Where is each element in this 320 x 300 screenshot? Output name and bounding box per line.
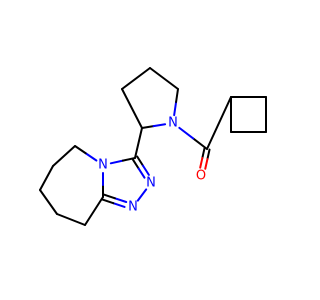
pyrrolidine-nitrogen-label: N <box>168 116 178 131</box>
bond-n_t3-c_fuse-line-1-half-a <box>114 197 128 203</box>
bond-c_t3-n_t2-line-1-half-b <box>137 167 146 179</box>
bond-c_co-n_pyr-half-a <box>192 137 208 150</box>
bond-cp2-n_pyr-half-b <box>152 123 167 128</box>
bond-layer <box>39 67 267 226</box>
bond-n_pyr-cp5-half-b <box>175 88 179 104</box>
bond-cp3-cp2 <box>121 88 143 129</box>
bond-c_t3-n_t2-line-1-half-a <box>131 158 140 170</box>
bond-cp2-n_pyr-half-a <box>141 125 155 129</box>
bond-ca1-ca2 <box>52 145 76 167</box>
bond-n_fuse-ca1-half-b <box>74 145 87 155</box>
bond-ca5-c_fuse <box>84 196 104 226</box>
bond-c_t3-n_t2-line-2-half-a <box>136 155 145 167</box>
bond-n_pyr-cp5-half-a <box>173 101 178 117</box>
bond-c_co-o1-line-2-half-a <box>206 148 211 161</box>
bond-n_t3-c_fuse-line-2-half-a <box>112 202 126 208</box>
bond-c_co-o1-line-2-half-b <box>204 158 209 170</box>
oxygen-atom-label: O <box>196 169 206 184</box>
bond-cp2-c_t3 <box>134 127 143 159</box>
triazole-nitrogen-2-label: N <box>146 176 156 191</box>
molecule-diagram: O N N N N <box>39 67 267 226</box>
atom-label-layer: O N N N N <box>98 116 206 215</box>
bond-ca3-ca4 <box>39 189 58 215</box>
bond-c_co-o1-line-1-half-a <box>201 147 206 160</box>
bond-c_t3-n_t2-line-2-half-b <box>142 164 150 176</box>
bond-n_t3-c_fuse-line-2-half-b <box>101 198 115 205</box>
bond-ca4-ca5 <box>56 213 86 226</box>
bond-n_fuse-ca1-half-a <box>84 152 98 162</box>
bond-ca2-ca3 <box>39 165 54 191</box>
bond-n_t2-n_t3 <box>136 188 148 202</box>
bond-cp4-cp3 <box>121 67 151 90</box>
bond-cb1-c_co <box>206 96 232 150</box>
bond-c_co-o1-line-1-half-b <box>199 157 204 169</box>
fused-ring-nitrogen-label: N <box>98 158 108 173</box>
bond-c_co-n_pyr-half-b <box>178 126 195 140</box>
bond-n_fuse-c_t3-half-a <box>109 159 124 165</box>
bond-cp5-cp4 <box>149 67 179 90</box>
bond-n_fuse-c_t3-half-b <box>121 157 136 162</box>
bond-n_t3-c_fuse-line-1-half-b <box>102 193 117 200</box>
triazole-nitrogen-3-label: N <box>128 200 138 215</box>
